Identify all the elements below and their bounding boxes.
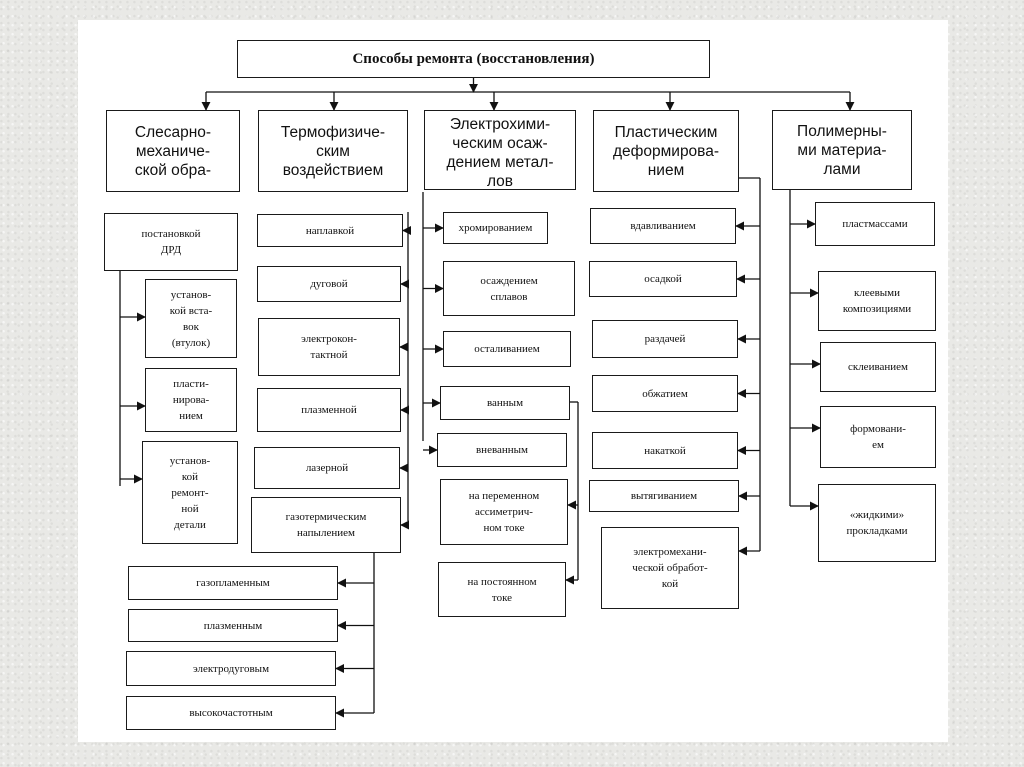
method-label: осадкой [644,273,682,285]
sub-method-box: на постоянном токе [438,562,566,617]
method-box: электрокон- тактной [258,318,400,376]
method-box: осадкой [589,261,737,297]
method-box: установ- кой вста- вок (втулок) [145,279,237,358]
method-box: дуговой [257,266,401,302]
sub-method-label: плазменным [203,619,263,632]
method-label: наплавкой [305,224,355,237]
method-label: ванным [486,397,524,409]
category-label: Слесарно- механиче- ской обра- [134,123,212,179]
method-box: накаткой [592,432,738,469]
method-label: обжатием [642,387,688,400]
category-label: Полимерны- ми материа- лами [797,122,887,178]
category-label: Пластическим деформирова- нием [612,123,720,179]
method-label: электрокон- тактной [301,333,357,361]
method-box: осаждением сплавов [443,261,575,316]
method-label: установ- кой вста- вок (втулок) [169,288,213,349]
method-box: наплавкой [257,214,403,247]
sub-method-label: газопламенным [196,577,270,589]
method-label: осталиванием [474,343,540,355]
method-label: «жидкими» прокладками [846,509,908,537]
method-label: газотермическим напылением [285,511,367,539]
method-label: склеиванием [847,361,909,373]
method-box: вытягиванием [589,480,739,512]
method-label: осаждением сплавов [480,274,538,303]
method-box: клеевыми композициями [818,271,936,331]
sub-method-box: электродуговым [126,651,336,686]
method-label: плазменной [301,404,357,416]
method-box: хромированием [443,212,548,244]
method-label: постановкой ДРД [141,228,201,256]
method-label: лазерной [305,462,349,474]
method-label: клеевыми композициями [842,287,912,315]
sub-method-label: электродуговым [192,662,270,675]
method-box: пластмассами [815,202,935,246]
sub-method-label: на постоянном токе [467,575,537,604]
method-label: хромированием [458,222,533,234]
method-box: формовани- ем [820,406,936,468]
category-box-2: Термофизиче- ским воздействием [258,110,408,192]
method-box: электромехани- ческой обработ- кой [601,527,739,609]
method-label: пластмассами [842,218,908,230]
method-label: формовани- ем [850,423,906,451]
sub-method-box: газопламенным [128,566,338,600]
method-box: установ- кой ремонт- ной детали [142,441,238,544]
method-box-ptd: постановкой ДРД [104,213,238,271]
method-box: вневанным [437,433,567,467]
method-label: вдавливанием [630,220,696,232]
category-label: Термофизиче- ским воздействием [280,123,386,179]
method-box: лазерной [254,447,400,489]
sub-method-box: плазменным [128,609,338,642]
method-label: дуговой [310,278,348,290]
method-label: установ- кой ремонт- ной детали [169,454,211,531]
method-label: накаткой [644,444,686,457]
method-box: склеиванием [820,342,936,392]
method-box: плазменной [257,388,401,432]
diagram-title-box: Способы ремонта (восстановления) [237,40,710,78]
method-box: обжатием [592,375,738,412]
method-box: ванным [440,386,570,420]
diagram-title: Способы ремонта (восстановления) [352,50,595,67]
category-box-5: Полимерны- ми материа- лами [772,110,912,190]
method-box: газотермическим напылением [251,497,401,553]
category-box-1: Слесарно- механиче- ской обра- [106,110,240,192]
method-box: раздачей [592,320,738,358]
method-box: осталиванием [443,331,571,367]
sub-method-box: высокочастотным [126,696,336,730]
method-label: вневанным [475,444,529,456]
method-label: электромехани- ческой обработ- кой [632,546,708,590]
sub-method-label: высокочастотным [189,707,273,719]
method-label: вытягиванием [630,490,698,502]
category-box-4: Пластическим деформирова- нием [593,110,739,192]
method-label: раздачей [644,333,686,345]
sub-method-label: на переменном ассиметрич- ном токе [468,490,540,534]
method-box: «жидкими» прокладками [818,484,936,562]
method-label: пласти- нирова- нием [172,378,210,422]
method-box: вдавливанием [590,208,736,244]
category-box-3: Электрохими- ческим осаж- дением метал- … [424,110,576,190]
category-label: Электрохими- ческим осаж- дением метал- … [446,116,554,190]
method-box: пласти- нирова- нием [145,368,237,432]
sub-method-box: на переменном ассиметрич- ном токе [440,479,568,545]
